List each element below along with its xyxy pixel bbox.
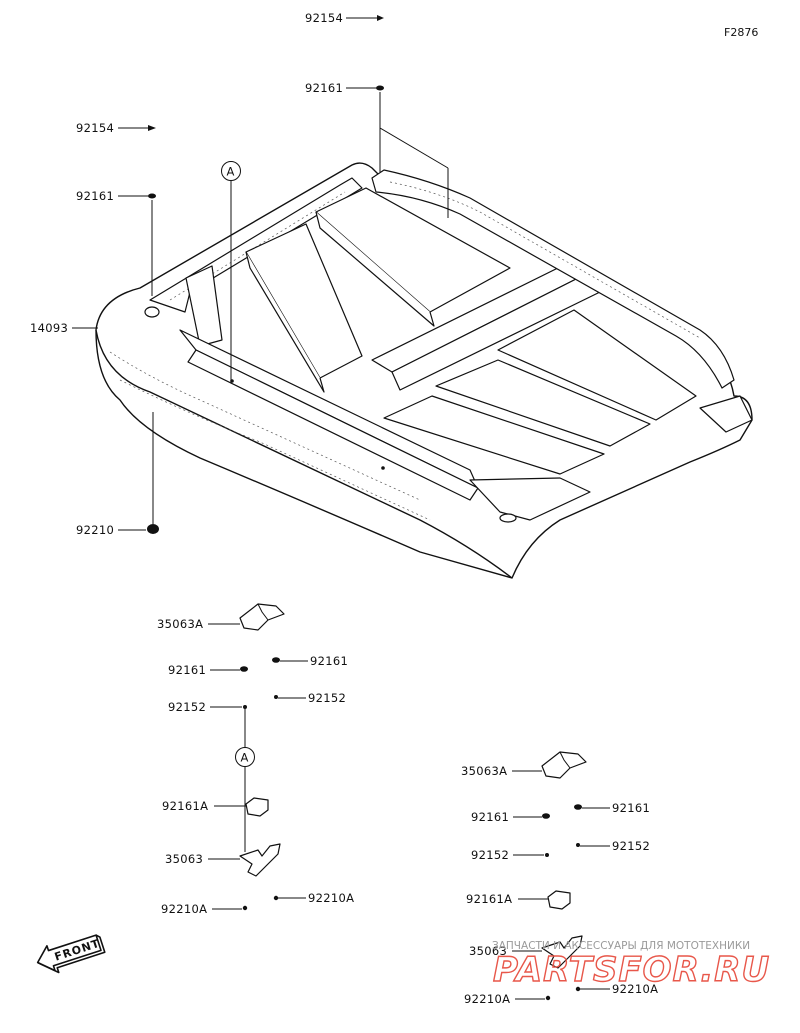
bracket-35063a-2[interactable]: [541, 751, 587, 779]
label-92210a-r1: 92210A: [308, 891, 354, 905]
grommet-92161a-2[interactable]: [547, 890, 571, 910]
label-92161a-1: 92161A: [162, 799, 208, 813]
figure-code: F2876: [724, 26, 758, 39]
label-35063-1: 35063: [165, 852, 203, 866]
label-92154-left: 92154: [76, 121, 114, 135]
label-35063a-2: 35063A: [461, 764, 507, 778]
bracket-35063a-1[interactable]: [239, 603, 285, 631]
label-92161-r2: 92161: [612, 801, 650, 815]
grommet-92161a-1[interactable]: [245, 797, 269, 817]
label-14093: 14093: [30, 321, 68, 335]
grommet-92210a-l2[interactable]: [545, 995, 551, 1001]
callout-a-hardware: [235, 747, 255, 767]
grommet-92161-r1[interactable]: [272, 657, 280, 663]
label-92210a-l1: 92210A: [161, 902, 207, 916]
grommet-92161-r2[interactable]: [574, 804, 582, 810]
label-92161a-2: 92161A: [466, 892, 512, 906]
washer-92152-l2[interactable]: [545, 853, 549, 857]
washer-92152-l1[interactable]: [243, 705, 247, 709]
grommet-92210[interactable]: [147, 524, 159, 534]
label-35063-2: 35063: [469, 944, 507, 958]
label-92161-l2: 92161: [471, 810, 509, 824]
grommet-92161-l1[interactable]: [240, 666, 248, 672]
callout-a-roof-letter: A: [227, 165, 235, 179]
grommet-92161-left[interactable]: [148, 193, 156, 199]
roof-panel-14093[interactable]: [95, 162, 753, 579]
grommet-92161-l2[interactable]: [542, 813, 550, 819]
grommet-92210a-r2[interactable]: [575, 986, 581, 992]
washer-92152-r2[interactable]: [576, 843, 580, 847]
watermark-tagline: ЗАПЧАСТИ И АКСЕССУАРЫ ДЛЯ МОТОТЕХНИКИ: [492, 940, 750, 952]
callout-a-hardware-letter: A: [241, 751, 249, 765]
bolt-92154-top[interactable]: [377, 15, 384, 21]
bracket-35063-2[interactable]: [541, 935, 583, 969]
label-92161-top: 92161: [305, 81, 343, 95]
grommet-92210a-r1[interactable]: [273, 895, 279, 901]
label-92210a-l2: 92210A: [464, 992, 510, 1006]
label-92210a-r2: 92210A: [612, 982, 658, 996]
label-92152-r2: 92152: [612, 839, 650, 853]
front-arrow: FRONT: [36, 934, 106, 974]
grommet-92210a-l1[interactable]: [242, 905, 248, 911]
washer-92152-r1[interactable]: [274, 695, 278, 699]
label-92161-l1: 92161: [168, 663, 206, 677]
bolt-92154-left[interactable]: [148, 125, 156, 131]
grommet-92161-top[interactable]: [376, 85, 384, 91]
bracket-35063-1[interactable]: [239, 843, 281, 877]
label-92210: 92210: [76, 523, 114, 537]
watermark-brand: PARTSFOR.RU: [493, 950, 770, 990]
label-92161-left: 92161: [76, 189, 114, 203]
label-92154-top: 92154: [305, 11, 343, 25]
callout-a-roof: [221, 161, 241, 181]
label-35063a-1: 35063A: [157, 617, 203, 631]
watermark: ЗАПЧАСТИ И АКСЕССУАРЫ ДЛЯ МОТОТЕХНИКИ PA…: [492, 940, 770, 991]
label-92152-l2: 92152: [471, 848, 509, 862]
label-92152-r1: 92152: [308, 691, 346, 705]
label-92152-l1: 92152: [168, 700, 206, 714]
label-92161-r1: 92161: [310, 654, 348, 668]
